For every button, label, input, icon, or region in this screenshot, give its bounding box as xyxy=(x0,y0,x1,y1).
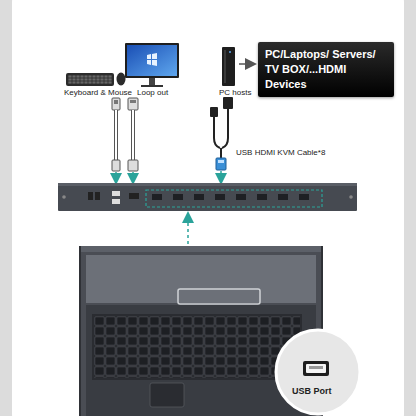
part-label: PC hosts xyxy=(219,88,251,97)
part-label: USB HDMI KVM Cable*8 xyxy=(236,148,325,157)
part-label: USB Port xyxy=(292,386,332,396)
device-text: PC/Laptops/ Servers/ TV BOX/...HDMI Devi… xyxy=(265,47,387,92)
part-label: Loop out xyxy=(137,88,168,97)
device-box: PC/Laptops/ Servers/ TV BOX/...HDMI Devi… xyxy=(258,42,394,97)
part-label: Keyboard & Mouse xyxy=(64,88,132,97)
